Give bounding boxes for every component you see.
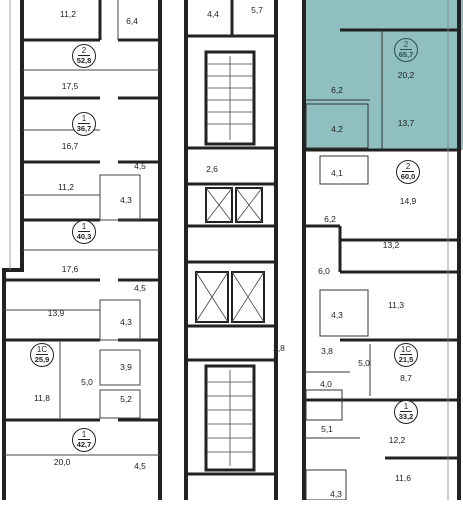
room-area-label: 4,5	[134, 161, 146, 171]
room-area-label: 17,5	[61, 81, 79, 91]
room-area-label: 11,3	[388, 300, 404, 310]
room-area-label: 17,6	[61, 264, 79, 274]
room-area-label: 4,5	[134, 283, 146, 293]
room-area-label: 4,3	[120, 317, 132, 327]
room-area-label: 16,7	[61, 141, 79, 151]
room-area-label: 20,2	[397, 70, 415, 80]
apartment-rooms: 1	[400, 402, 412, 412]
apartment-rooms: 2	[402, 162, 414, 172]
room-area-label: 13,9	[47, 308, 65, 318]
room-area-label: 13,7	[397, 118, 415, 128]
room-area-label: 11,2	[60, 9, 76, 19]
room-area-label: 4,0	[320, 379, 332, 389]
room-area-label: 5,1	[321, 424, 333, 434]
apartment-area: 25,9	[34, 355, 50, 364]
apartment-area: 60,0	[400, 172, 416, 181]
room-area-label: 11,8	[34, 393, 50, 403]
room-area-label: 20,0	[53, 457, 71, 467]
room-area-label: 4,5	[134, 461, 146, 471]
apartment-area: 21,5	[398, 355, 414, 364]
apartment-area: 52,8	[76, 56, 92, 65]
room-area-label: 11,6	[395, 473, 411, 483]
room-area-label: 14,9	[399, 196, 417, 206]
apartment-area: 42,7	[76, 440, 92, 449]
room-area-label: 4,3	[331, 310, 343, 320]
apartment-area: 33,2	[398, 412, 414, 421]
room-area-label: 11,2	[58, 182, 74, 192]
selected-apartment-highlight[interactable]	[306, 0, 463, 150]
room-area-label: 5,0	[358, 358, 370, 368]
room-area-label: 5,2	[120, 394, 132, 404]
room-area-label: 13,2	[382, 240, 400, 250]
apartment-area: 40,3	[76, 232, 92, 241]
apartment-rooms: 1С	[400, 345, 412, 355]
room-area-label: 4,3	[330, 489, 342, 499]
room-area-label: 5,0	[81, 377, 93, 387]
apartment-rooms: 1	[78, 430, 90, 440]
room-area-label: 2,8	[273, 343, 285, 353]
apartment-rooms: 1С	[36, 345, 48, 355]
room-area-label: 4,1	[331, 168, 343, 178]
room-area-label: 6,2	[324, 214, 336, 224]
apartment-rooms: 2	[400, 40, 412, 50]
apartment-rooms: 1	[78, 114, 90, 124]
room-area-label: 8,7	[400, 373, 412, 383]
room-area-label: 12,2	[388, 435, 406, 445]
room-area-label: 6,2	[331, 85, 343, 95]
apartment-area: 36,7	[76, 124, 92, 133]
room-area-label: 4,3	[120, 195, 132, 205]
room-area-label: 6,4	[126, 16, 138, 26]
apartment-rooms: 1	[78, 222, 90, 232]
room-area-label: 4,4	[207, 9, 219, 19]
room-area-label: 4,2	[331, 124, 343, 134]
room-area-label: 6,0	[318, 266, 330, 276]
apartment-rooms: 2	[78, 46, 90, 56]
room-area-label: 5,7	[251, 5, 263, 15]
apartment-area: 65,7	[398, 50, 414, 59]
room-area-label: 2,6	[206, 164, 218, 174]
room-area-label: 3,9	[120, 362, 132, 372]
room-area-label: 3,8	[321, 346, 333, 356]
